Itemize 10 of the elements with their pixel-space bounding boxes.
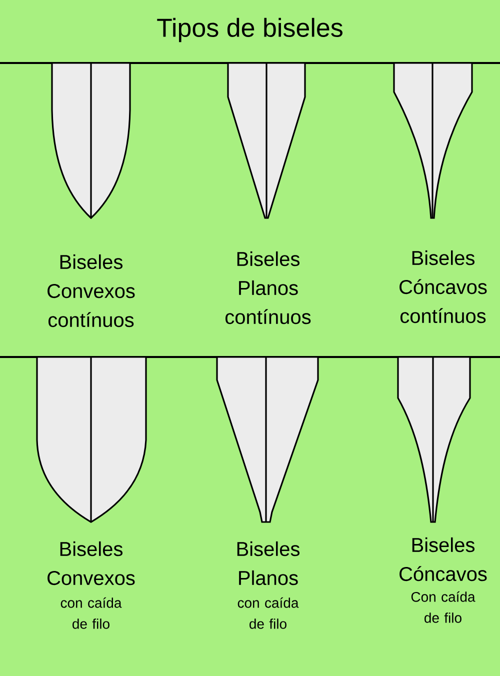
bevel-label: con caída de filo	[238, 597, 299, 629]
bevel-label: Biseles Cóncavos	[400, 537, 487, 582]
bevel-label: Biseles Cóncavos contínuos	[400, 250, 487, 324]
bevel-label: Biseles Convexos	[48, 541, 135, 586]
bevel-label: Con caída de filo	[411, 591, 476, 623]
title: Tipos de biseles	[157, 18, 342, 42]
bevel-label: Biseles Planos contínuos	[225, 251, 311, 324]
bevel-label: Biseles Planos	[237, 541, 300, 586]
bevel-label: Biseles Convexos contínuos	[48, 254, 135, 328]
bevel-label: con caída de filo	[60, 597, 122, 629]
